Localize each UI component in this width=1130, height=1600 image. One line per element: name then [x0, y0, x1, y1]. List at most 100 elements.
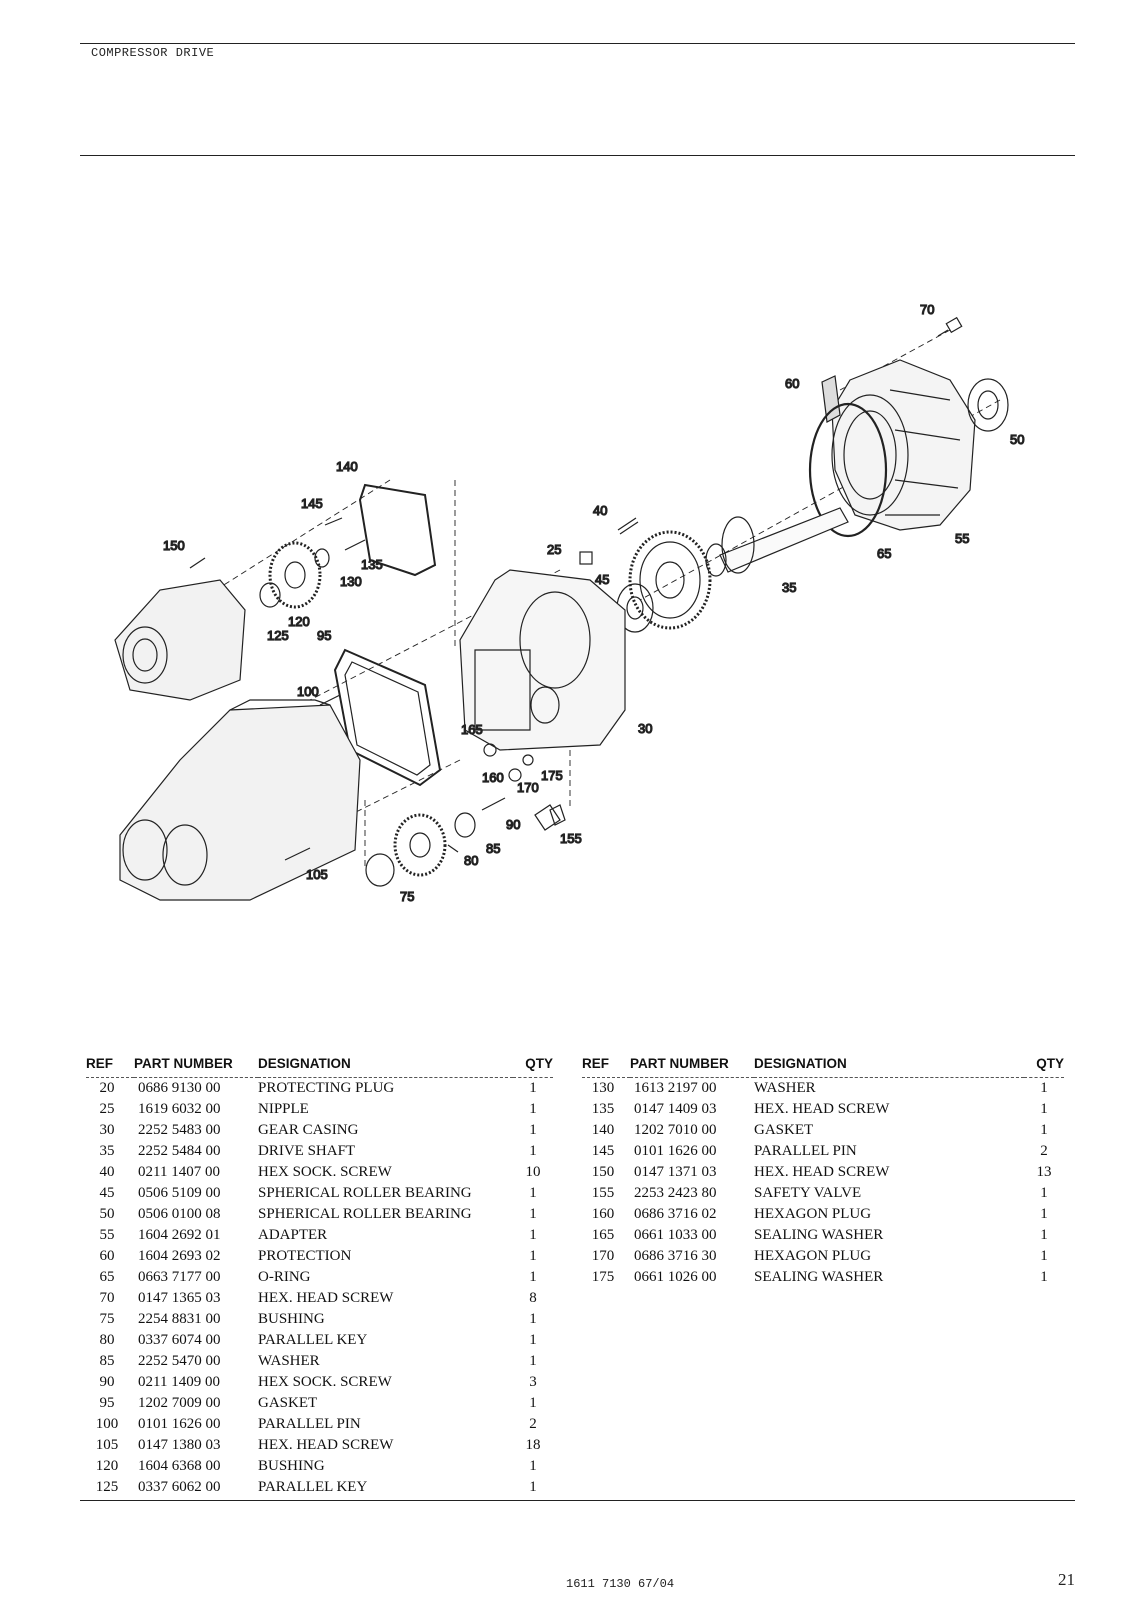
cell-part-number: 1202 7010 00	[634, 1122, 717, 1138]
axis-line	[199, 479, 391, 601]
cell-designation: PARALLEL KEY	[258, 1332, 368, 1348]
cell-qty: 1	[1040, 1080, 1048, 1096]
cell-ref: 165	[591, 1227, 615, 1243]
callout-165: 165	[461, 722, 483, 737]
callout-95: 95	[317, 628, 331, 643]
cell-designation: WASHER	[754, 1080, 816, 1096]
drive-shaft	[705, 507, 849, 577]
cell-ref: 175	[591, 1269, 615, 1285]
callout-35: 35	[782, 580, 796, 595]
cell-part-number: 0506 5109 00	[138, 1185, 221, 1201]
cell-part-number: 0686 3716 02	[634, 1206, 717, 1222]
screw-70	[937, 316, 963, 337]
cell-ref: 55	[99, 1227, 115, 1243]
cell-ref: 85	[99, 1353, 115, 1369]
cell-part-number: 0101 1626 00	[138, 1416, 221, 1432]
page-number: 21	[1058, 1570, 1075, 1589]
adapter	[831, 359, 976, 531]
cell-part-number: 0147 1365 03	[138, 1290, 221, 1306]
header-rule-bottom	[80, 155, 1075, 156]
col-part-number: PART NUMBER	[134, 1056, 258, 1078]
cell-part-number: 0506 0100 08	[138, 1206, 221, 1222]
col-ref: REF	[86, 1056, 134, 1078]
cell-ref: 160	[591, 1206, 615, 1222]
cell-part-number: 1619 6032 00	[138, 1101, 221, 1117]
cell-ref: 150	[591, 1164, 615, 1180]
cell-qty: 1	[529, 1143, 537, 1159]
callout-55: 55	[955, 531, 969, 546]
callout-120: 120	[288, 614, 310, 629]
cell-designation: HEX SOCK. SCREW	[258, 1374, 392, 1390]
cell-qty: 1	[529, 1101, 537, 1117]
table-header-row: REF PART NUMBER DESIGNATION QTY	[582, 1056, 1064, 1078]
cell-qty: 1	[529, 1353, 537, 1369]
cell-designation: GASKET	[754, 1122, 814, 1138]
gear-casing	[459, 569, 626, 751]
screw-90	[481, 797, 506, 811]
cell-ref: 135	[591, 1101, 615, 1117]
cell-part-number: 0147 1380 03	[138, 1437, 221, 1453]
gear-120	[268, 541, 322, 609]
cell-part-number: 1202 7009 00	[138, 1395, 221, 1411]
header-title: COMPRESSOR DRIVE	[91, 46, 215, 60]
cell-ref: 30	[99, 1122, 115, 1138]
bushing-75	[365, 853, 395, 887]
col-qty: QTY	[513, 1056, 553, 1078]
cell-designation: ADAPTER	[258, 1227, 328, 1243]
cell-designation: HEX. HEAD SCREW	[258, 1437, 394, 1453]
col-ref: REF	[582, 1056, 630, 1078]
cell-qty: 1	[529, 1080, 537, 1096]
cell-qty: 1	[529, 1395, 537, 1411]
cell-designation: SPHERICAL ROLLER BEARING	[258, 1206, 472, 1222]
callout-125: 125	[267, 628, 289, 643]
cell-ref: 95	[99, 1395, 115, 1411]
washer-130	[314, 548, 330, 568]
cell-designation: HEX. HEAD SCREW	[754, 1164, 890, 1180]
cell-ref: 145	[591, 1143, 615, 1159]
cell-designation: PARALLEL PIN	[754, 1143, 857, 1159]
cell-qty: 2	[1040, 1143, 1048, 1159]
cell-qty: 3	[529, 1374, 537, 1390]
screw-105	[284, 847, 311, 861]
parts-table-left: REF PART NUMBER DESIGNATION QTY 20 0686 9…	[86, 1056, 553, 1498]
cell-qty: 1	[529, 1122, 537, 1138]
callout-45: 45	[595, 572, 609, 587]
cell-part-number: 0686 9130 00	[138, 1080, 221, 1096]
cell-part-number: 0211 1409 00	[138, 1374, 220, 1390]
col-designation: DESIGNATION	[258, 1056, 513, 1078]
callout-70: 70	[920, 302, 934, 317]
callout-145: 145	[301, 496, 323, 511]
callout-90: 90	[506, 817, 520, 832]
cell-qty: 1	[1040, 1206, 1048, 1222]
cell-ref: 65	[99, 1269, 115, 1285]
callout-130: 130	[340, 574, 362, 589]
axis-line	[309, 569, 561, 701]
cell-ref: 20	[99, 1080, 115, 1096]
cell-part-number: 1604 2693 02	[138, 1248, 221, 1264]
cell-ref: 80	[99, 1332, 115, 1348]
cell-designation: HEX SOCK. SCREW	[258, 1164, 392, 1180]
cell-ref: 40	[99, 1164, 115, 1180]
cell-part-number: 0211 1407 00	[138, 1164, 220, 1180]
